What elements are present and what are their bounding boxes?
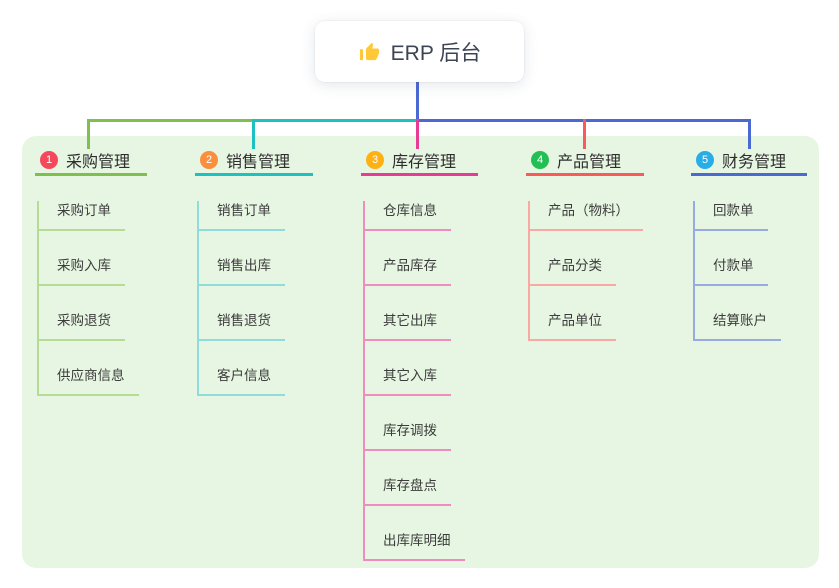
child-node[interactable]: 销售出库 <box>197 256 285 286</box>
branch-title-label: 采购管理 <box>66 153 131 171</box>
children-connector-line <box>363 201 365 560</box>
branch-drop-line <box>748 119 751 149</box>
branch-title-4[interactable]: 4 产品管理 <box>526 146 644 176</box>
branch-number-badge: 3 <box>366 150 384 169</box>
root-node[interactable]: ERP 后台 <box>315 21 524 82</box>
branch-title-2[interactable]: 2 销售管理 <box>195 146 313 176</box>
branch-drop-line <box>583 119 586 149</box>
child-node[interactable]: 结算账户 <box>693 311 781 341</box>
child-node[interactable]: 库存盘点 <box>363 476 451 506</box>
child-node[interactable]: 采购退货 <box>37 311 125 341</box>
child-node[interactable]: 客户信息 <box>197 366 285 396</box>
child-node[interactable]: 采购订单 <box>37 201 125 231</box>
children-connector-line <box>197 201 199 395</box>
root-title: ERP 后台 <box>390 41 482 65</box>
child-node[interactable]: 产品（物料） <box>528 201 643 231</box>
branch-drop-line <box>416 119 419 149</box>
child-node[interactable]: 其它出库 <box>363 311 451 341</box>
branch-number-badge: 4 <box>531 150 549 169</box>
child-node[interactable]: 采购入库 <box>37 256 125 286</box>
child-node[interactable]: 供应商信息 <box>37 366 139 396</box>
child-node[interactable]: 产品库存 <box>363 256 451 286</box>
child-node[interactable]: 其它入库 <box>363 366 451 396</box>
root-connector-line <box>416 82 419 122</box>
child-node[interactable]: 产品单位 <box>528 311 616 341</box>
branch-title-label: 库存管理 <box>392 153 457 171</box>
child-node[interactable]: 仓库信息 <box>363 201 451 231</box>
branch-children: 采购订单采购入库采购退货供应商信息 <box>35 201 147 396</box>
thumbs-up-icon <box>358 40 381 63</box>
branch-number-badge: 5 <box>696 150 714 169</box>
child-node[interactable]: 回款单 <box>693 201 768 231</box>
child-node[interactable]: 出库库明细 <box>363 531 465 561</box>
child-node[interactable]: 销售退货 <box>197 311 285 341</box>
branch-title-5[interactable]: 5 财务管理 <box>691 146 807 176</box>
branch-children: 销售订单销售出库销售退货客户信息 <box>195 201 313 396</box>
branch-drop-line <box>252 119 255 149</box>
branch-column: 4 产品管理产品（物料） 产品分类产品单位 <box>526 146 644 341</box>
branch-column: 2 销售管理销售订单销售出库销售退货客户信息 <box>195 146 313 396</box>
child-node[interactable]: 付款单 <box>693 256 768 286</box>
branch-title-label: 产品管理 <box>557 153 622 171</box>
branch-title-1[interactable]: 1 采购管理 <box>35 146 147 176</box>
branch-number-badge: 1 <box>40 150 58 169</box>
child-node[interactable]: 销售订单 <box>197 201 285 231</box>
branch-title-3[interactable]: 3 库存管理 <box>361 146 478 176</box>
branch-column: 5 财务管理回款单付款单结算账户 <box>691 146 807 341</box>
connector-bar-segment <box>88 119 253 122</box>
branch-title-label: 销售管理 <box>226 153 291 171</box>
branch-children: 仓库信息产品库存其它出库其它入库库存调拨库存盘点出库库明细 <box>361 201 478 561</box>
branch-column: 1 采购管理采购订单采购入库采购退货供应商信息 <box>35 146 147 396</box>
children-connector-line <box>37 201 39 395</box>
children-connector-line <box>528 201 530 340</box>
branches-panel <box>22 136 819 568</box>
children-connector-line <box>693 201 695 340</box>
child-node[interactable]: 库存调拨 <box>363 421 451 451</box>
branch-children: 回款单付款单结算账户 <box>691 201 807 341</box>
connector-bar-segment <box>253 119 417 122</box>
child-node[interactable]: 产品分类 <box>528 256 616 286</box>
branch-children: 产品（物料） 产品分类产品单位 <box>526 201 644 341</box>
branch-number-badge: 2 <box>200 150 218 169</box>
branch-column: 3 库存管理仓库信息产品库存其它出库其它入库库存调拨库存盘点出库库明细 <box>361 146 478 561</box>
branch-drop-line <box>87 119 90 149</box>
branch-title-label: 财务管理 <box>722 153 787 171</box>
